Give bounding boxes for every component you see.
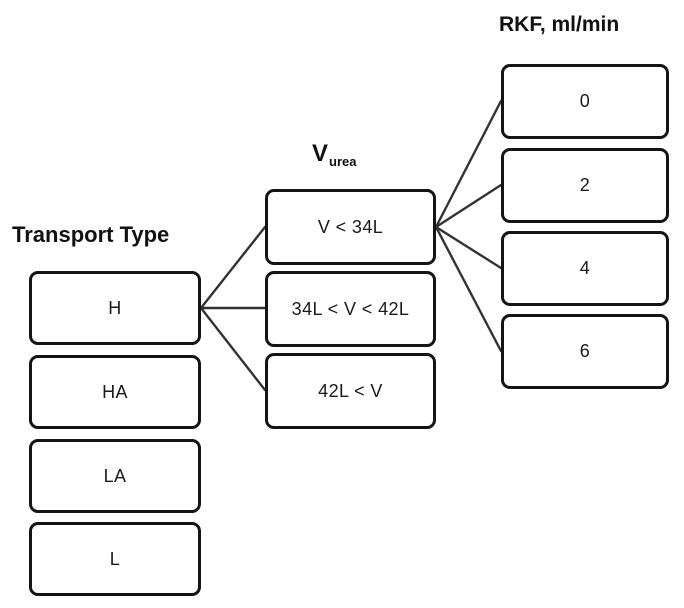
transport-box-l: L xyxy=(29,522,201,596)
transport-box-la: LA xyxy=(29,439,201,513)
connector-v-to-rkf-4 xyxy=(434,225,503,270)
connector-h-to-v-lt-34 xyxy=(199,225,267,310)
connector-v-to-rkf-0 xyxy=(434,99,503,229)
rkf-box-2: 2 xyxy=(501,148,669,223)
rkf-box-0: 0 xyxy=(501,64,669,139)
vurea-box-v-gt-42l: 42L < V xyxy=(265,353,436,429)
transport-type-title: Transport Type xyxy=(12,222,170,247)
transport-box-ha: HA xyxy=(29,355,201,429)
vurea-box-v-lt-34l: V < 34L xyxy=(265,189,436,265)
vurea-title: Vurea xyxy=(312,140,356,169)
connector-v-to-rkf-6 xyxy=(434,225,503,353)
vurea-title-subscript: urea xyxy=(329,154,357,169)
rkf-box-6: 6 xyxy=(501,314,669,389)
rkf-title: RKF, ml/min xyxy=(499,13,620,36)
vurea-title-main: V xyxy=(312,140,329,167)
vurea-box-34l-to-42l: 34L < V < 42L xyxy=(265,271,436,347)
connector-v-to-rkf-2 xyxy=(434,183,503,229)
transport-box-h: H xyxy=(29,271,201,345)
connector-h-to-v-gt-42 xyxy=(199,306,267,392)
rkf-box-4: 4 xyxy=(501,231,669,306)
